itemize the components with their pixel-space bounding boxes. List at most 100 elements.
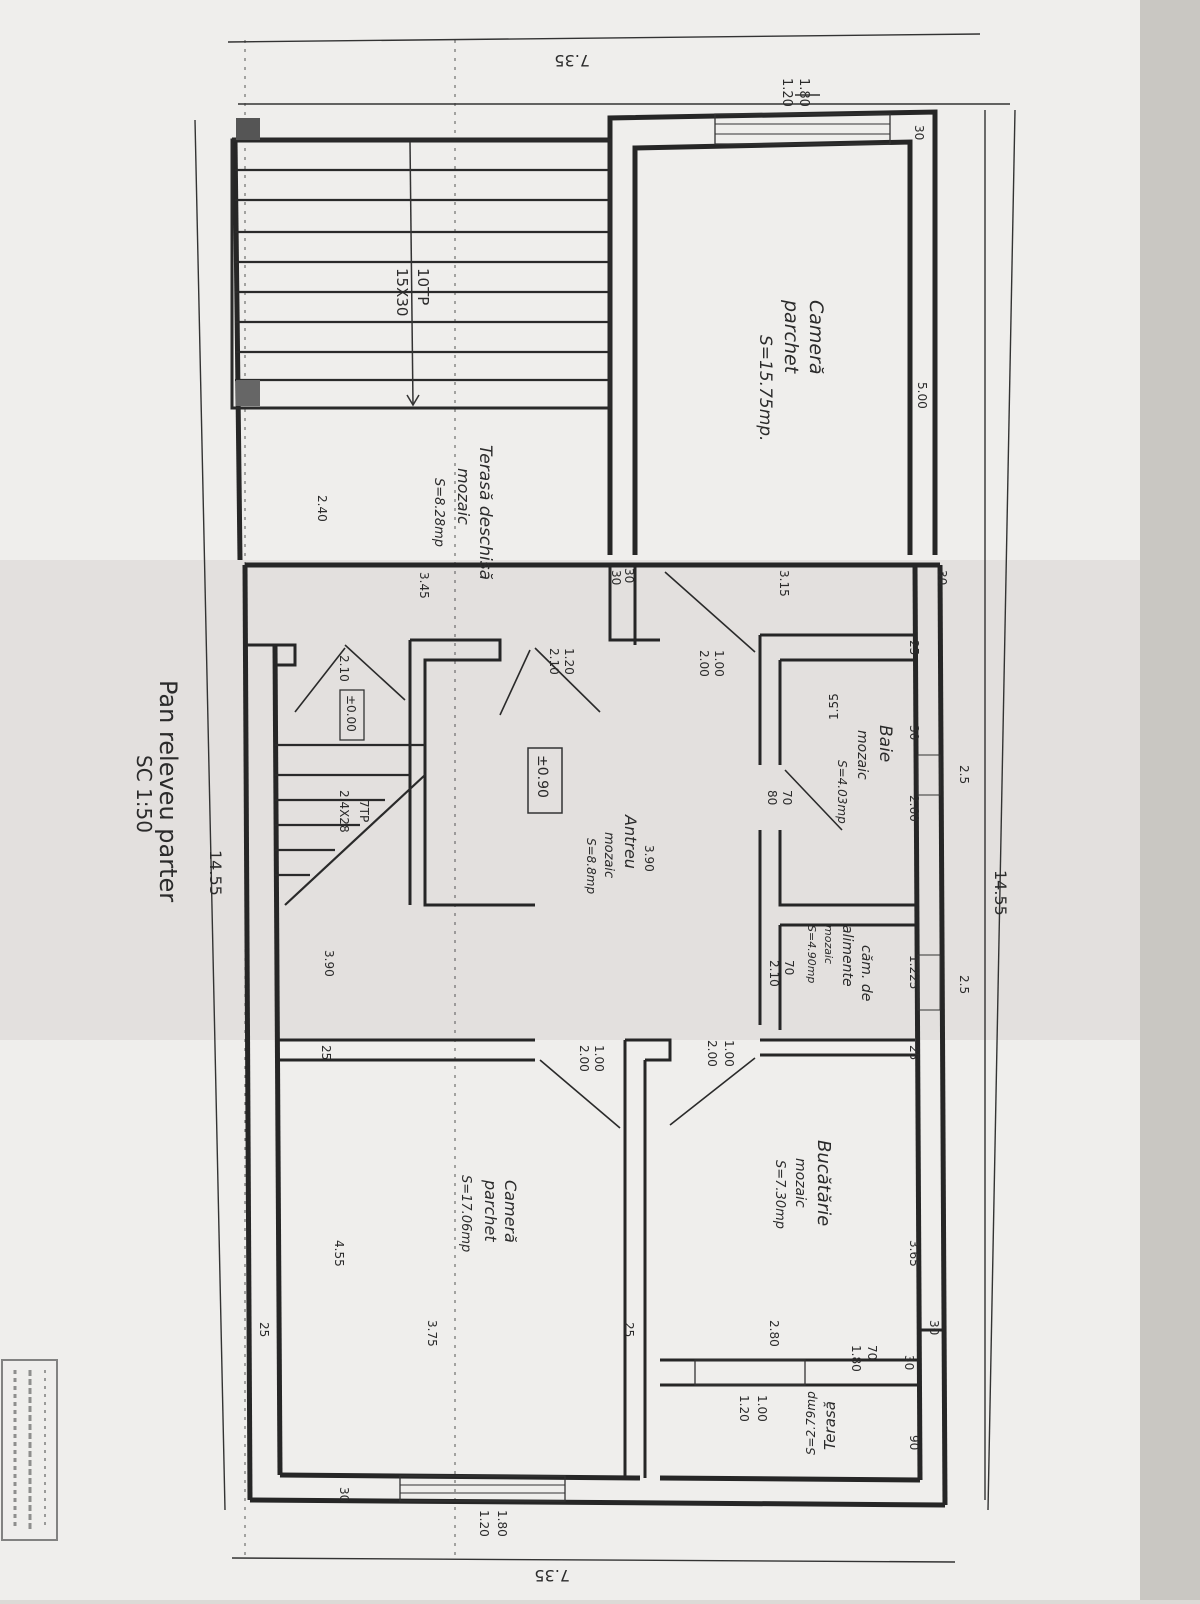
dim-door-200: 2.00 [697,650,711,677]
dim-door-80: 80 [765,790,779,805]
dim-window-small-b: 2.5 [957,975,971,994]
dim-room1-length: 5.00 [915,382,929,409]
room-camera2-area: S=17.06mp [458,1175,473,1252]
dim-window-100: 1.00 [755,1395,769,1422]
room-camara-area: S=4.90mp [805,925,818,983]
stair-small-steps: 7TP [357,800,371,822]
dim-wall-25-a: 25 [907,640,921,655]
room-antreu-name: Antreu [621,814,640,869]
dim-bath-length: 2.60 [907,795,921,822]
dim-bottom-width: 7.35 [534,1566,570,1585]
dim-room2-375: 3.75 [425,1320,439,1347]
level-box-stair [339,689,365,741]
dim-wall-25-b: 25 [907,1045,921,1060]
room-camara-floor: mozaic [822,925,835,964]
room-bucatarie-area: S=7.30mp [772,1160,787,1229]
small-staircase [275,743,426,906]
dim-door-210-b: 2.10 [337,655,351,682]
room-camara-name: căm. de [858,945,874,1001]
dim-window-70: 70 [865,1345,879,1360]
room-camera-1: Cameră parchet S=15.75mp. [755,299,827,441]
dim-wall-30-c: 30 [609,570,623,585]
room-baie-floor: mozaic [854,730,870,780]
overall-dimensions [194,33,1016,1563]
dim-window-180: 1.80 [849,1345,863,1372]
dim-terrace2-90: 90 [907,1435,921,1450]
room-camera-2: Cameră parchet S=17.06mp [458,1175,520,1252]
dim-right-length: 14.55 [991,870,1010,916]
room-antreu-floor: mozaic [601,832,616,878]
dim-window-bottom-height: 1.20 [477,1510,491,1537]
level-box-hall [527,747,563,814]
room-baie-name: Baie [875,725,895,762]
dim-door-210: 2.10 [547,648,561,675]
paper-fold-shadow [0,560,1145,1040]
dim-door-200-2: 2.00 [577,1045,591,1072]
dimension-labels: 5.00 30 30 30 30 2.40 3.15 3.45 25 1.00 … [257,125,971,1537]
stair-main-steps: 10TP [414,268,432,305]
dim-door-100-2: 1.00 [592,1045,606,1072]
room-terasa2-area: S=2.79mp [804,1391,818,1455]
dim-window-top-width: 1.80 [796,78,811,107]
stamp [1,1359,58,1541]
dim-wall-30-a: 30 [912,125,926,140]
room-terasa2-name: Terasă [821,1401,839,1450]
drawing-scale: SC 1:50 [132,755,156,833]
room-camera1-floor: parchet [780,299,802,375]
dim-door-120: 1.20 [562,648,576,675]
dim-hall-length-left: 3.90 [322,950,336,977]
room-bucatarie-floor: mozaic [792,1158,808,1208]
room-antreu-area: S=8.8mp [584,838,598,894]
room-terasa-floor: mozaic [454,468,473,525]
main-staircase [230,118,612,410]
room-bucatarie-name: Bucătărie [813,1140,834,1226]
dim-pantry-door-210: 2.10 [767,960,781,987]
dim-terrace2-280: 2.80 [767,1320,781,1347]
level-hall: ±0.90 [534,755,550,798]
dim-bath-155: 1.55 [827,693,841,720]
dim-left-length: 14.55 [206,850,225,896]
room-terasa-name: Terasă deschisă [475,445,495,580]
dim-room2-length: 4.55 [332,1240,346,1267]
dim-wall-25-d: 25 [622,1322,636,1337]
dim-window-small-a: 2.5 [957,765,971,784]
dim-kitchen-length: 3.65 [907,1240,921,1267]
dim-door-2-00: 2.00 [705,1040,719,1067]
dim-mid-345: 3.45 [417,572,431,599]
room-camara: căm. de alimente mozaic S=4.90mp [805,925,874,1001]
room-camera2-name: Cameră [501,1180,520,1243]
dim-window-top-height: 1.20 [779,78,794,107]
room-bucatarie: Bucătărie mozaic S=7.30mp [772,1140,834,1229]
dim-door-1-00: 1.00 [722,1040,736,1067]
dim-mid-315: 3.15 [777,570,791,597]
dim-door-70: 70 [780,790,794,805]
room-terasa: Terasă deschisă mozaic S=8.28mp [431,445,495,580]
room-baie: Baie mozaic S=4.03mp [835,725,895,824]
room-terasa-area: S=8.28mp [431,478,446,547]
dim-hall-length: 3.90 [642,845,656,872]
room-camera1-name: Cameră [805,300,827,375]
dim-door-100: 1.00 [712,650,726,677]
dim-wall-25-e: 25 [257,1322,271,1337]
drawing-title: Pan releveu parter [154,680,182,902]
room-antreu: Antreu mozaic S=8.8mp [584,814,640,894]
room-terasa-2: Terasă S=2.79mp [804,1391,839,1455]
dim-wall-30-d: 30 [622,568,636,583]
dim-window-bottom-width: 1.80 [495,1510,509,1537]
doors [294,571,843,1129]
windows [399,113,941,1502]
table-edge [1140,0,1200,1600]
dim-wall-30-e: 30 [907,725,921,740]
dim-window-120: 1.20 [737,1395,751,1422]
dim-terrace-length: 2.40 [315,495,329,522]
level-stair: ±0.00 [344,695,358,732]
dim-wall-30-g: 30 [902,1355,916,1370]
room-camara-name2: alimente [839,925,855,987]
dim-pantry-length: 1.225 [907,955,921,989]
stair-main-size: 15X30 [393,268,411,316]
room-baie-area: S=4.03mp [835,760,849,824]
dim-top-width: 7.35 [554,51,590,70]
dim-pantry-door-70: 70 [782,960,796,975]
